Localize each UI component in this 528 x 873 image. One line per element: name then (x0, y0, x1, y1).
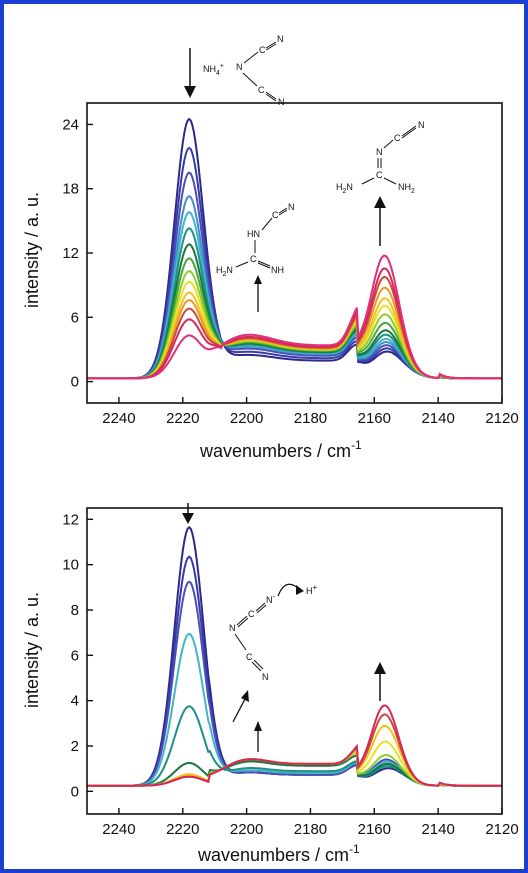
n-atom: N (229, 623, 236, 633)
top-panel: 2240 2220 2200 2180 2160 2140 2120 0 6 12 18 24 int… (22, 34, 519, 461)
y-tick-label: 0 (71, 374, 79, 391)
bottom-mid-up-arrow (254, 721, 262, 752)
top-x-axis-label: wavenumbers / cm-1 (199, 438, 362, 461)
c-atom: C (272, 210, 279, 220)
spectrum-line (87, 275, 502, 380)
x-tick-label: 2120 (485, 410, 518, 427)
spectrum-line (87, 117, 502, 380)
nh4-label: NH4+ (203, 63, 224, 77)
x-tick-label: 2160 (358, 410, 391, 427)
x-tick-label: 2140 (421, 410, 454, 427)
x-tick-label: 2120 (485, 821, 518, 838)
carbodiimide-structure: N C N- C N H+ (229, 583, 318, 682)
x-tick-label: 2240 (102, 410, 135, 427)
spectrum-line (87, 580, 502, 787)
y-tick-label: 2 (71, 738, 79, 755)
h2n-label: H2N (336, 182, 353, 195)
x-tick-label: 2180 (294, 821, 327, 838)
x-tick-label: 2240 (102, 821, 135, 838)
c-atom: C (376, 170, 383, 180)
c-atom: C (250, 254, 257, 264)
nh-label: NH (271, 265, 284, 275)
y-tick-label: 12 (62, 245, 79, 262)
n-atom: N (288, 202, 295, 212)
x-tick-label: 2140 (421, 821, 454, 838)
h2n-label: H2N (216, 265, 233, 278)
y-tick-label: 8 (71, 602, 79, 619)
nh2-label: NH2 (398, 182, 415, 195)
bottom-plot-frame (86, 507, 503, 815)
n-atom: N (277, 34, 284, 44)
top-peak2-up-arrow (374, 196, 386, 246)
top-axes: 2240 2220 2200 2180 2160 2140 2120 0 6 12 18 24 (62, 116, 518, 427)
x-tick-label: 2200 (230, 410, 263, 427)
x-tick-label: 2200 (230, 821, 263, 838)
c-atom: C (246, 652, 253, 662)
y-tick-label: 4 (71, 693, 79, 710)
n-atom: N (376, 147, 383, 157)
n-atom: N (236, 62, 243, 72)
top-peak1-down-arrow (184, 48, 196, 98)
n-atom: N (278, 97, 285, 107)
n-minus-label: N- (266, 592, 276, 605)
intermediate-structure: HN C N C H2N NH (216, 202, 295, 278)
spectrum-line (87, 704, 502, 787)
spectrum-line (87, 227, 502, 380)
top-y-axis-label: intensity / a. u. (22, 192, 42, 308)
bottom-x-axis-label: wavenumbers / cm-1 (197, 842, 360, 865)
y-tick-label: 6 (71, 647, 79, 664)
spectrum-line (87, 525, 502, 787)
dicyanamide-structure: NH4+ N C N C N (203, 34, 285, 107)
y-tick-label: 6 (71, 309, 79, 326)
c-atom: C (259, 45, 266, 55)
spectrum-line (87, 555, 502, 787)
spectrum-line (87, 291, 502, 380)
spectrum-line (87, 267, 502, 380)
y-tick-label: 24 (62, 116, 79, 133)
y-tick-label: 12 (62, 511, 79, 528)
spectrum-line (87, 270, 502, 380)
top-spectra-curves (87, 117, 502, 380)
x-tick-label: 2220 (166, 821, 199, 838)
top-mid-up-arrow (254, 275, 262, 312)
n-atom: N (418, 120, 425, 130)
x-tick-label: 2220 (166, 410, 199, 427)
hn-label: HN (247, 229, 260, 239)
bottom-panel: 2240 2220 2200 2180 2160 2140 2120 0 2 4 6 8 10 12 in… (22, 503, 519, 865)
bottom-peak1-down-arrow (182, 503, 194, 524)
spectrum-line (87, 286, 502, 380)
bottom-diagonal-arrow (232, 690, 249, 723)
bottom-y-axis-label: intensity / a. u. (22, 592, 42, 708)
proton-label: H+ (306, 583, 318, 596)
dicyandiamide-structure: N C N C H2N NH2 (336, 120, 425, 195)
c-atom: C (248, 609, 255, 619)
c-atom: C (394, 133, 401, 143)
y-tick-label: 10 (62, 557, 79, 574)
bottom-axes: 2240 2220 2200 2180 2160 2140 2120 0 2 4 6 8 10 12 (62, 511, 518, 838)
y-tick-label: 0 (71, 783, 79, 800)
c-atom: C (258, 85, 265, 95)
bottom-peak2-up-arrow (374, 662, 386, 701)
n-atom: N (262, 672, 269, 682)
y-tick-label: 18 (62, 181, 79, 198)
spectrum-line (87, 243, 502, 380)
x-tick-label: 2160 (358, 821, 391, 838)
spectrum-line (87, 254, 502, 380)
x-tick-label: 2180 (294, 410, 327, 427)
spectrum-line (87, 724, 502, 787)
spectrum-line (87, 280, 502, 380)
bottom-spectra-curves (87, 525, 502, 787)
